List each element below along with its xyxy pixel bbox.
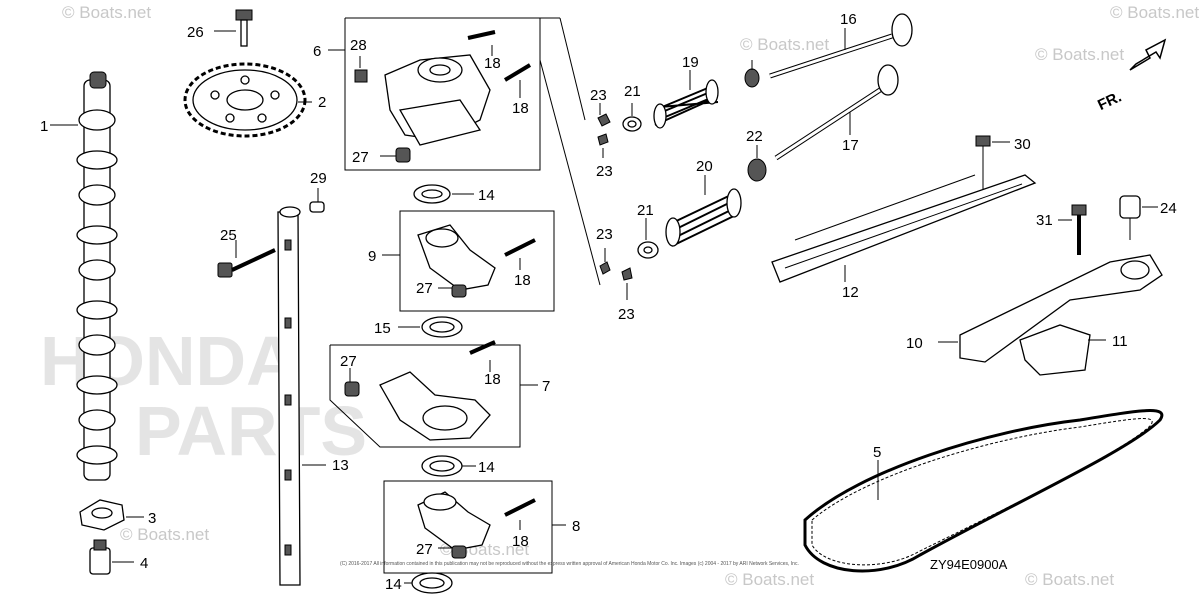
callout-18d: 18 [484, 371, 501, 388]
callout-24: 24 [1160, 200, 1177, 217]
bolt-26 [214, 9, 253, 47]
callout-30: 30 [1014, 136, 1031, 153]
callout-22: 22 [746, 128, 763, 145]
rocker-arm-group-7 [329, 340, 538, 448]
watermark: © Boats.net [725, 570, 814, 589]
washers [398, 184, 476, 594]
callout-29: 29 [310, 170, 327, 187]
callout-18c: 18 [514, 272, 531, 289]
watermark: © Boats.net [1035, 45, 1124, 64]
valve-spring-20 [665, 175, 742, 247]
callout-23c: 23 [596, 226, 613, 243]
collar [89, 539, 134, 575]
callout-27b: 27 [416, 280, 433, 297]
callout-12: 12 [842, 284, 859, 301]
background-watermark-line-2: PARTS [135, 392, 367, 470]
callout-31: 31 [1036, 212, 1053, 229]
callout-15: 15 [374, 320, 391, 337]
callout-2: 2 [318, 94, 326, 111]
callout-27a: 27 [352, 149, 369, 166]
callout-28: 28 [350, 37, 367, 54]
watermark: © Boats.net [62, 3, 151, 22]
callout-8: 8 [572, 518, 580, 535]
callout-3: 3 [148, 510, 156, 527]
rocker-arm-shaft [277, 206, 326, 586]
watermark: © Boats.net [120, 525, 209, 544]
valves [769, 13, 913, 161]
callout-25: 25 [220, 227, 237, 244]
valve-spring-19 [653, 70, 719, 129]
rocker-arm-group-6 [328, 17, 601, 286]
callout-6: 6 [313, 43, 321, 60]
callout-17: 17 [842, 137, 859, 154]
callout-1: 1 [40, 118, 48, 135]
rocker-arm-group-8 [383, 480, 566, 574]
callout-27c: 27 [340, 353, 357, 370]
fr-label: FR. [1095, 88, 1124, 114]
copyright-notice: (C) 2016-2017 All information contained … [340, 561, 799, 567]
callout-14b: 14 [478, 459, 495, 476]
callout-11: 11 [1112, 333, 1128, 350]
camshaft [50, 71, 118, 481]
callout-23b: 23 [596, 163, 613, 180]
callout-7: 7 [542, 378, 550, 395]
callout-10: 10 [906, 335, 923, 352]
callout-14c: 14 [385, 576, 402, 593]
boats-watermarks: © Boats.net © Boats.net © Boats.net © Bo… [62, 3, 1199, 589]
callout-5: 5 [873, 444, 881, 461]
bolt-25 [217, 240, 276, 278]
callout-23d: 23 [618, 306, 635, 323]
fr-arrow-icon [1129, 38, 1167, 71]
watermark: © Boats.net [740, 35, 829, 54]
callout-18b: 18 [512, 100, 529, 117]
watermark: © Boats.net [1025, 570, 1114, 589]
callout-4: 4 [140, 555, 148, 572]
pin-29 [309, 188, 325, 213]
rocker-arm-group-9 [382, 210, 555, 312]
callout-21a: 21 [624, 83, 641, 100]
cam-gear [183, 62, 312, 138]
callout-23a: 23 [590, 87, 607, 104]
valve-components [597, 60, 767, 300]
callout-16: 16 [840, 11, 857, 28]
callout-27d: 27 [416, 541, 433, 558]
cam-chain [803, 409, 1164, 573]
callouts: 1 2 3 4 5 6 7 8 9 10 11 12 13 14 14 14 1… [40, 11, 1177, 593]
callout-13: 13 [332, 457, 349, 474]
callout-18e: 18 [512, 533, 529, 550]
callout-21b: 21 [637, 202, 654, 219]
callout-18a: 18 [484, 55, 501, 72]
pulser-rotor [79, 499, 144, 531]
chain-guide [771, 135, 1037, 283]
callout-19: 19 [682, 54, 699, 71]
callout-26: 26 [187, 24, 204, 41]
chain-tensioner [938, 195, 1163, 376]
callout-9: 9 [368, 248, 376, 265]
callout-14a: 14 [478, 187, 495, 204]
diagram-code: ZY94E0900A [930, 557, 1008, 572]
watermark: © Boats.net [1110, 3, 1199, 22]
callout-20: 20 [696, 158, 713, 175]
